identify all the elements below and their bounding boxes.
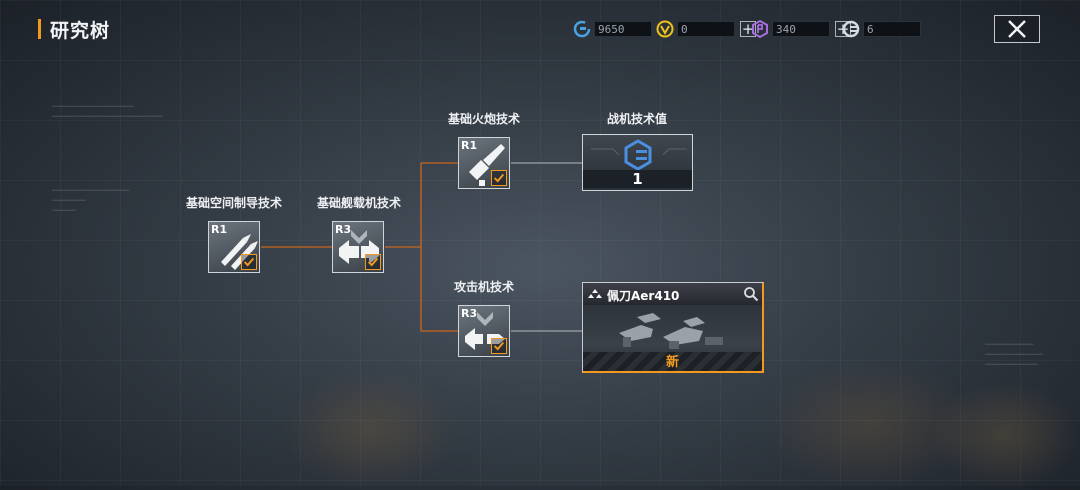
page-title: 研究树 <box>50 19 111 42</box>
background-decoration-text: ━━━━━━━━━━━━━━━━━━━━━━━━━━━━━━━━━ <box>985 340 1043 369</box>
new-badge: 新 <box>665 355 679 370</box>
resource-tech-point: 6 <box>842 20 921 38</box>
node-label-cannon: 基础火炮技术 <box>447 112 520 126</box>
completed-check-icon <box>365 254 381 270</box>
ship-card-footer <box>583 352 762 371</box>
node-rank: R1 <box>211 223 228 236</box>
page-title-group: 研究树 <box>38 18 111 42</box>
add-gold-button[interactable]: + <box>740 20 756 38</box>
resource-credit-value: 9650 <box>594 21 652 37</box>
resource-gold: 0 + <box>656 20 756 38</box>
missile-icon <box>221 234 258 270</box>
reward-tech-value-amount: 1 <box>583 170 692 188</box>
node-attack-aircraft[interactable]: R3 <box>458 305 510 357</box>
credit-icon <box>573 20 591 38</box>
close-button[interactable] <box>994 15 1040 43</box>
node-label-space-guidance: 基础空间制导技术 <box>185 196 282 210</box>
node-rank: R3 <box>335 223 352 236</box>
node-rank: R1 <box>461 139 478 152</box>
resource-credit: 9650 <box>573 20 652 38</box>
resource-tech-point-value: 6 <box>863 21 921 37</box>
ship-name: 佩刀Aer410 <box>607 289 680 303</box>
ship-card-header <box>583 283 762 305</box>
node-space-guidance[interactable]: R1 <box>208 221 260 273</box>
purple-crystal-icon <box>752 20 768 38</box>
resource-gold-value: 0 <box>677 21 735 37</box>
resource-crystal-value: 340 <box>772 21 830 37</box>
cannon-icon <box>469 144 505 186</box>
node-label-attack-aircraft: 攻击机技术 <box>453 280 514 294</box>
completed-check-icon <box>241 254 257 270</box>
background-decoration-text: ━━━━━━━━━━━━━━━━━━━━━━━━━━━━ <box>52 186 130 215</box>
reward-tech-value[interactable]: 1 <box>582 134 693 191</box>
background-decoration-text: ━━━━━━━━━━━━━━━━━━━━━━━━━━━━━━━━━━━━━━━━ <box>52 102 163 121</box>
title-accent-bar <box>38 19 41 39</box>
tech-value-icon <box>591 139 687 171</box>
magnifier-icon[interactable] <box>743 286 759 302</box>
node-label-carrier-aircraft: 基础舰载机技术 <box>316 196 401 210</box>
node-rank: R3 <box>461 307 478 320</box>
reward-ship-card[interactable]: 佩刀Aer410 新 <box>582 282 764 373</box>
ship-image <box>619 313 723 349</box>
gold-token-icon <box>656 20 674 38</box>
tech-point-icon <box>842 20 860 38</box>
node-carrier-aircraft[interactable]: R3 <box>332 221 384 273</box>
node-cannon[interactable]: R1 <box>458 137 510 189</box>
reward-label-tech-value: 战机技术值 <box>606 112 667 126</box>
close-icon <box>1008 20 1026 38</box>
completed-check-icon <box>491 170 507 186</box>
completed-check-icon <box>491 338 507 354</box>
ship-class-icon <box>588 289 602 298</box>
